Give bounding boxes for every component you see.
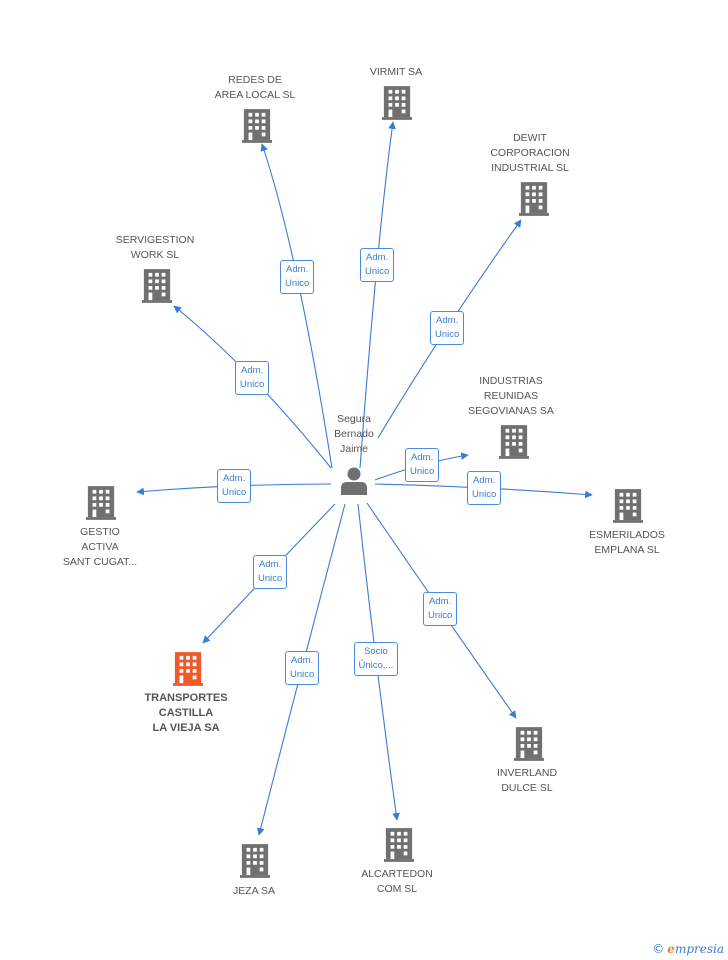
edge-label-dewit[interactable]: Adm. Unico [430,311,465,345]
building-icon-transportes[interactable] [173,652,203,686]
building-icon-servigestion[interactable] [142,269,172,303]
building-icon-esmerilados[interactable] [613,489,643,523]
edge-label-industrias[interactable]: Adm. Unico [405,448,440,482]
company-label-inverland[interactable]: INVERLAND DULCE SL [496,767,558,794]
center-person-label[interactable]: Segura Bernado Jaime [334,413,374,455]
building-icon-industrias[interactable] [499,425,529,459]
building-icon-dewit[interactable] [519,182,549,216]
company-label-gestio[interactable]: GESTIO ACTIVA SANT CUGAT... [62,526,138,568]
building-icon-virmit[interactable] [382,86,412,120]
edge-label-transportes[interactable]: Adm. Unico [253,555,288,589]
edge-label-redes[interactable]: Adm. Unico [280,260,315,294]
edge-label-alcartedon[interactable]: Socio Único,... [353,642,399,676]
company-label-redes[interactable]: REDES DE AREA LOCAL SL [214,74,296,101]
company-label-servigestion[interactable]: SERVIGESTION WORK SL [115,234,195,261]
building-icon-jeza[interactable] [240,844,270,878]
building-icon-gestio[interactable] [86,486,116,520]
edge-label-esmerilados[interactable]: Adm. Unico [467,471,502,505]
copyright-icon: © [652,942,665,956]
building-icon-alcartedon[interactable] [384,828,414,862]
edge-label-jeza[interactable]: Adm. Unico [285,651,320,685]
edge-label-inverland[interactable]: Adm. Unico [423,592,458,626]
person-icon[interactable] [341,467,367,496]
edge-label-gestio[interactable]: Adm. Unico [217,469,252,503]
company-label-transportes[interactable]: TRANSPORTES CASTILLA LA VIEJA SA [144,692,228,734]
empresia-logo: ©empresia [652,942,724,956]
edge-label-servigestion[interactable]: Adm. Unico [235,361,270,395]
company-label-dewit[interactable]: DEWIT CORPORACION INDUSTRIAL SL [490,132,570,174]
company-label-jeza[interactable]: JEZA SA [232,885,275,897]
building-icon-inverland[interactable] [514,727,544,761]
company-label-alcartedon[interactable]: ALCARTEDON COM SL [361,868,433,895]
edge-label-virmit[interactable]: Adm. Unico [360,248,395,282]
company-label-esmerilados[interactable]: ESMERILADOS EMPLANA SL [589,529,665,556]
company-label-industrias[interactable]: INDUSTRIAS REUNIDAS SEGOVIANAS SA [468,375,554,417]
company-label-virmit[interactable]: VIRMIT SA [369,66,423,78]
building-icon-redes[interactable] [242,109,272,143]
